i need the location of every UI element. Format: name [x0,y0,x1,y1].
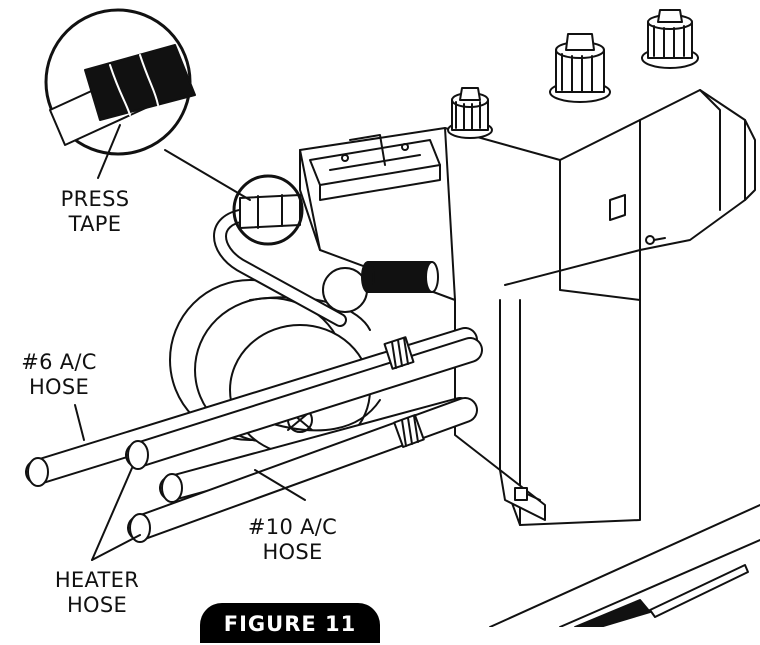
press-tape-magnifier [44,8,304,246]
ac6-hose-label: #6 A/C HOSE [0,350,118,400]
leader-press-tape [97,124,121,179]
taped-fitting-large [361,261,439,293]
top-valve-caps [447,9,699,139]
press-tape-label-line2: TAPE [68,212,122,236]
leader-lines [74,124,306,561]
ac10-hose-label-line1: #10 A/C [247,515,338,539]
hose-installation-diagram [25,8,760,627]
valve-cap-1 [447,87,493,139]
heater-unit-housing [299,89,756,526]
heater-hose-label: HEATER HOSE [32,568,162,618]
floor-plate [489,504,760,627]
heater-hose-label-line1: HEATER [54,568,140,592]
ac10-hose-label: #10 A/C HOSE [225,515,360,565]
heater-hose-upper [125,337,483,470]
ac6-hose-label-line2: HOSE [28,375,90,399]
mounting-bracket-bottom [499,469,546,521]
leader-ac10 [254,469,306,501]
figure-number-badge: FIGURE 11 [200,603,380,643]
press-tape-label: PRESS TAPE [40,187,150,237]
hose-clamps [383,336,425,448]
ac10-hose-label-line2: HOSE [262,540,323,564]
press-tape-label-line1: PRESS [60,187,130,211]
ac6-hose-label-line1: #6 A/C [21,350,97,374]
valve-cap-2 [549,33,611,103]
leader-heater-a [91,467,133,561]
valve-cap-3 [641,9,699,69]
leader-ac6 [74,404,85,441]
heater-hose-label-line2: HOSE [66,593,128,617]
leader-heater-b [91,534,141,561]
